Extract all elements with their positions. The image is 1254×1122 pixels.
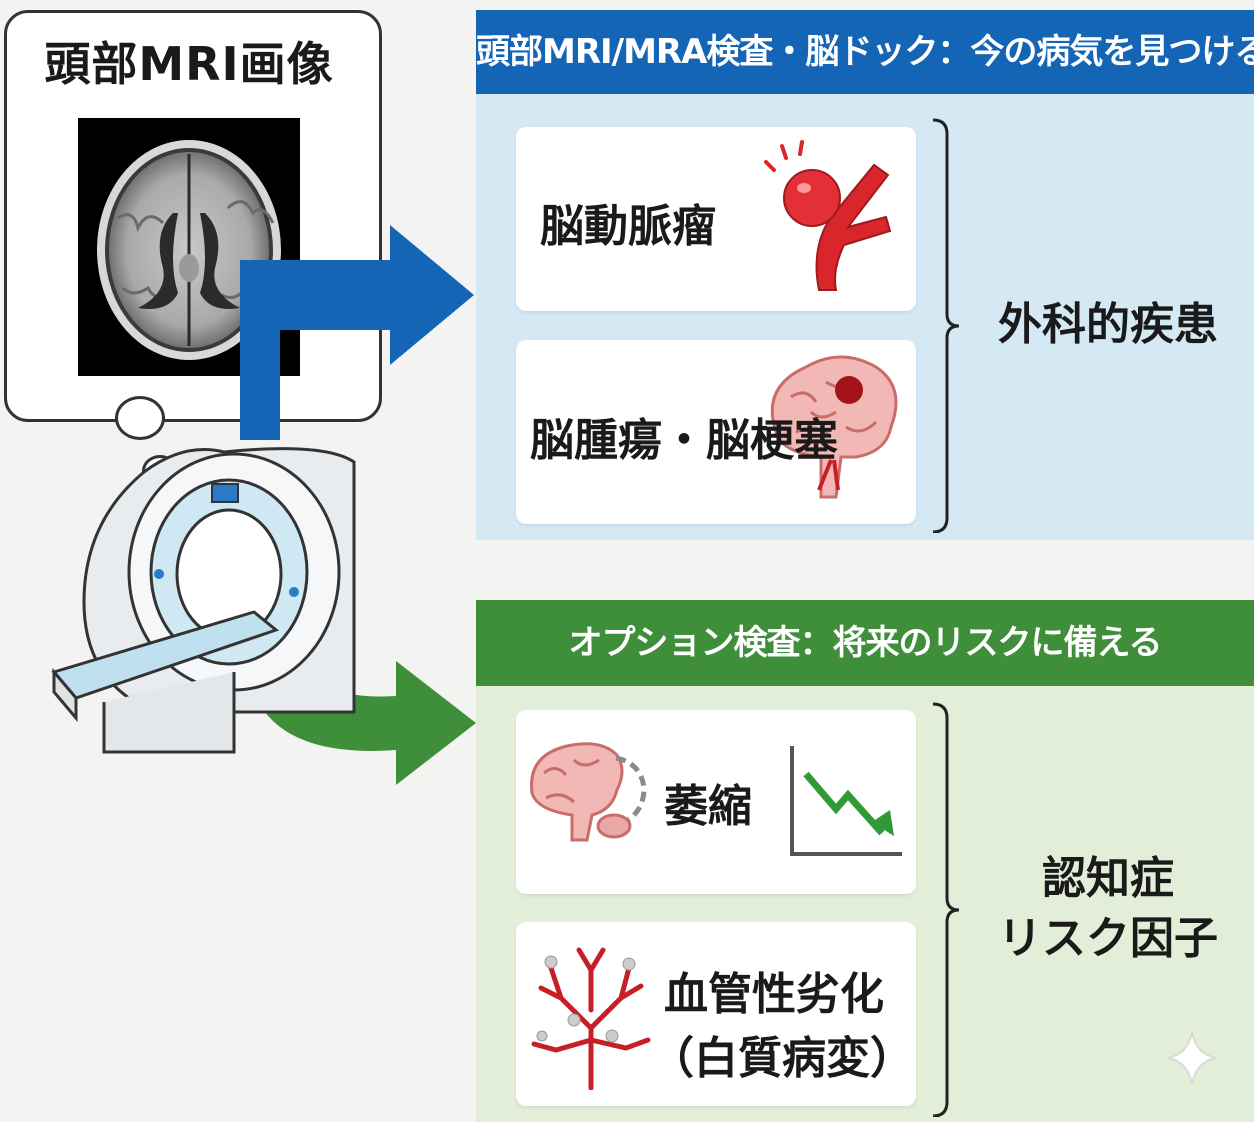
dementia-bracket — [925, 702, 965, 1118]
card-aneurysm-label: 脳動脈瘤 — [540, 201, 716, 252]
dementia-risk-label-line2: リスク因子 — [998, 913, 1218, 964]
decline-graph-icon — [786, 744, 906, 860]
atrophy-brain-icon — [524, 738, 656, 858]
brain-mri-scan-image — [78, 118, 300, 376]
mri-image-title: 頭部MRI画像 — [44, 37, 334, 91]
mri-machine-icon — [44, 432, 444, 772]
aneurysm-icon — [764, 140, 894, 295]
card-vascular-label-line2: （白質病変） — [650, 1033, 914, 1084]
brain-lesion-icon — [756, 352, 901, 502]
current-disease-header: 頭部MRI/MRA検査・脳ドック：今の病気を見つける — [476, 10, 1254, 94]
thought-dot-large — [115, 396, 165, 440]
surgical-bracket — [925, 118, 965, 534]
dementia-risk-label-line1: 認知症 — [1042, 853, 1174, 904]
blood-vessel-icon — [526, 940, 656, 1091]
blue-arrow-icon — [240, 210, 480, 470]
option-exam-header: オプション検査：将来のリスクに備える — [476, 600, 1254, 686]
card-tumor-infarction-label: 脳腫瘍・脳梗塞 — [530, 415, 838, 466]
surgical-disease-label: 外科的疾患 — [998, 299, 1218, 350]
sparkle-icon — [1166, 1030, 1218, 1086]
card-vascular-label-line1: 血管性劣化 — [664, 969, 884, 1020]
card-atrophy-label: 萎縮 — [664, 781, 752, 832]
